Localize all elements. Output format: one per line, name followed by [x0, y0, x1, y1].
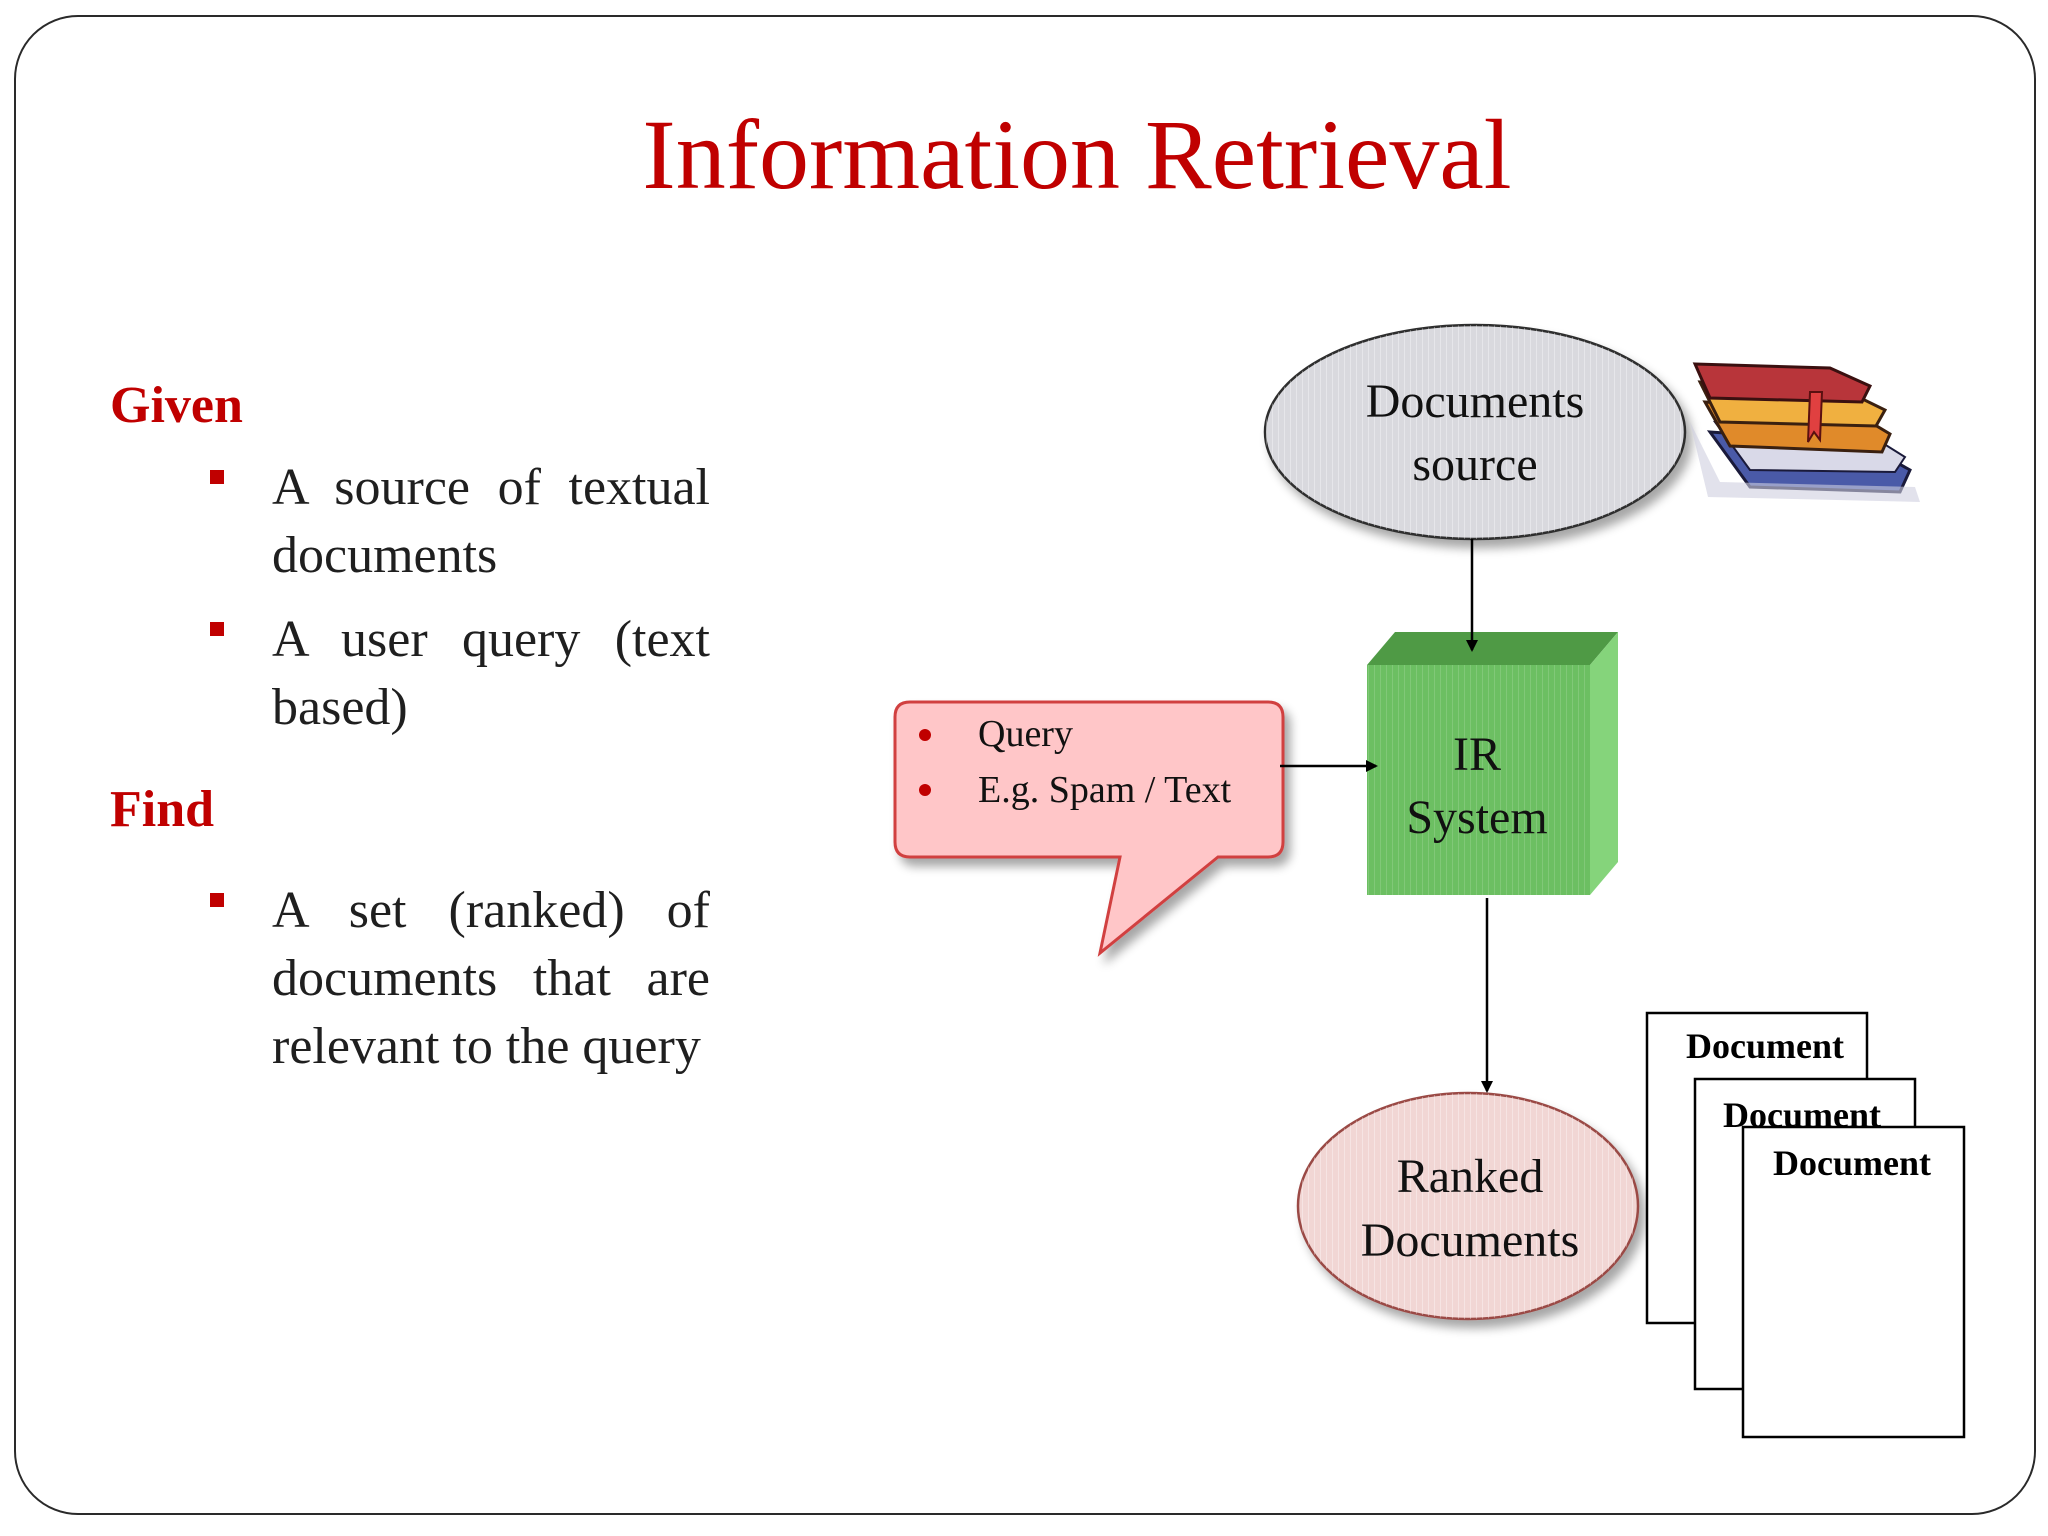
slide-title: Information Retrieval [642, 99, 1512, 210]
bullet-dot-icon [919, 729, 931, 741]
ir-system-label-1: IR [1453, 728, 1501, 781]
document-page-3-label: Document [1773, 1143, 1931, 1183]
bullet-square-icon [210, 622, 224, 636]
callout-item-example: E.g. Spam / Text [978, 769, 1232, 811]
given-item-2-text: A user query (text based) [272, 611, 710, 736]
find-heading: Find [110, 781, 215, 838]
documents-source-label-2: source [1412, 438, 1537, 491]
given-item-1-text: A source of textual documents [272, 459, 710, 584]
ir-system-node [1367, 632, 1618, 895]
ranked-documents-label-1: Ranked [1397, 1150, 1544, 1203]
ir-system-label-2: System [1406, 791, 1547, 844]
bullet-square-icon [210, 470, 224, 484]
books-icon [1690, 362, 1920, 502]
bullet-dot-icon [919, 784, 931, 796]
given-heading: Given [110, 377, 243, 434]
callout-item-query: Query [978, 713, 1073, 755]
find-item-1-text: A set (ranked) of documents that are rel… [272, 882, 710, 1075]
documents-source-label-1: Documents [1366, 375, 1585, 428]
documents-source-node [1263, 323, 1687, 541]
document-page-3 [1741, 1125, 1966, 1439]
document-page-1-label: Document [1686, 1026, 1844, 1066]
query-callout [893, 700, 1285, 957]
ranked-documents-label-2: Documents [1361, 1214, 1580, 1267]
bullet-square-icon [210, 893, 224, 907]
ranked-documents-node [1296, 1091, 1640, 1321]
